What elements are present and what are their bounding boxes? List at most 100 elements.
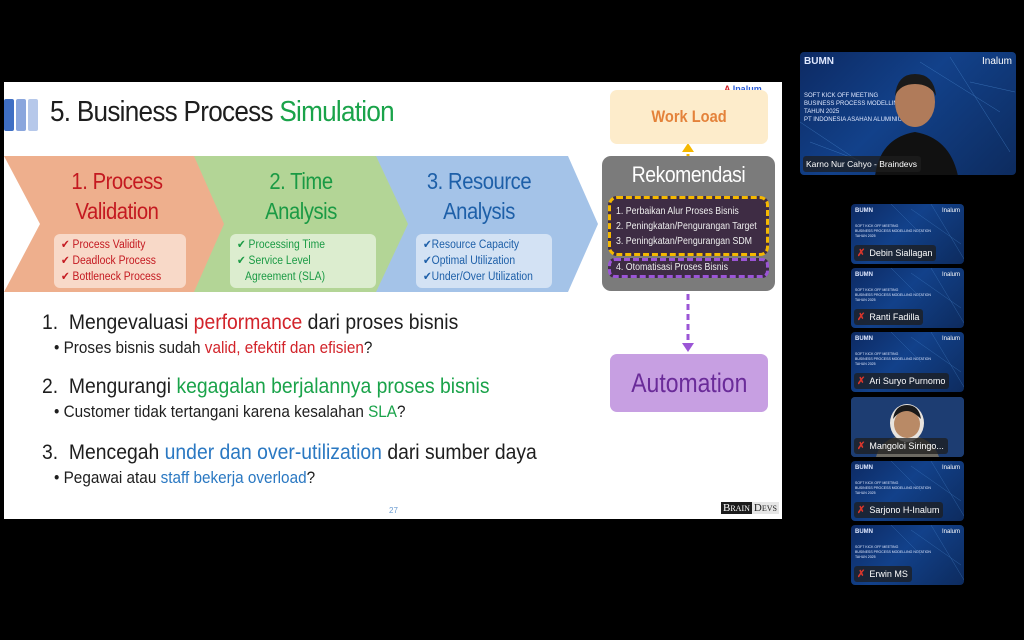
point-accent: performance: [193, 310, 303, 334]
step-title-line1: 3. Resource: [426, 168, 532, 194]
point-number: 2.: [42, 374, 69, 398]
bg-text-line: SOFT KICK OFF MEETING: [855, 352, 899, 356]
sub-accent: valid, efektif dan efisien: [204, 338, 364, 357]
mic-off-icon: ✗: [857, 440, 866, 452]
rekomendasi-list: 1. Perbaikan Alur Proses Bisnis 2. Penin…: [608, 196, 769, 256]
sub-text: • Proses bisnis sudah: [54, 338, 205, 357]
inalum-logo: A Inalum: [724, 84, 762, 94]
participant-name: Debin Siallagan: [869, 248, 933, 258]
sub-text: ?: [397, 402, 406, 421]
rekomendasi-item: 4. Otomatisasi Proses Bisnis: [616, 262, 728, 273]
bumn-logo: BUMN: [855, 208, 873, 214]
point-1: 1. Mengevaluasi performance dari proses …: [42, 310, 458, 335]
slide-title-text: 5. Business Process: [50, 96, 280, 128]
bg-text-line: SOFT KICK OFF MEETING: [855, 481, 899, 485]
participant-name-tag: ✗Mangoloi Siringo...: [854, 438, 948, 454]
bg-text-line: SOFT KICK OFF MEETING: [855, 545, 899, 549]
automation-label: Automation: [630, 368, 748, 398]
sub-text: • Pegawai atau: [54, 468, 161, 487]
rekomendasi-automation-item: 4. Otomatisasi Proses Bisnis: [608, 258, 769, 278]
participant-name-tag: ✗Ari Suryo Purnomo: [854, 373, 950, 389]
bumn-logo: BUMN: [855, 465, 873, 471]
network-background: [890, 461, 964, 517]
brand-part2: Devs: [751, 502, 779, 514]
step-checklist: ✔ Process Validity ✔ Deadlock Process ✔ …: [54, 234, 186, 288]
participant-name-tag: ✗Debin Siallagan: [854, 245, 937, 261]
bg-text-line: BUSINESS PROCESS MODELLING NOTATION: [855, 486, 931, 490]
inalum-logo: Inalum: [981, 56, 1012, 67]
bg-text-line: TAHUN 2025: [855, 298, 876, 302]
inalum-mark-icon: A: [724, 84, 731, 94]
participant-tile[interactable]: ✗Mangoloi Siringo...: [851, 397, 964, 457]
bumn-logo: BUMN: [855, 272, 873, 278]
checklist-item: ✔ Bottleneck Process: [61, 271, 162, 283]
rekomendasi-item: 3. Peningkatan/Pengurangan SDM: [616, 236, 753, 247]
checklist-item: ✔Under/Over Utilization: [423, 271, 533, 283]
mic-off-icon: ✗: [857, 375, 866, 387]
participant-name-tag: ✗Ranti Fadilla: [854, 309, 924, 325]
participant-name: Ari Suryo Purnomo: [869, 376, 946, 386]
participant-name-tag: Karno Nur Cahyo - Braindevs: [803, 156, 922, 172]
checklist-item: ✔Resource Capacity: [423, 239, 520, 251]
bg-text-line: SOFT KICK OFF MEETING: [855, 288, 899, 292]
point-accent: under dan over-utilization: [164, 440, 382, 464]
mic-off-icon: ✗: [857, 504, 866, 516]
rekomendasi-item: 1. Perbaikan Alur Proses Bisnis: [616, 206, 739, 217]
point-text: Mengurangi: [68, 374, 177, 398]
bg-text-line: BUSINESS PROCESS MODELLING NOTATION: [855, 357, 931, 361]
network-background: [890, 204, 964, 260]
participant-name: Ranti Fadilla: [869, 312, 920, 322]
sub-text: ?: [363, 338, 373, 357]
participant-name-tag: ✗Sarjono H-Inalum: [854, 502, 944, 518]
participant-name-tag: ✗Erwin MS: [854, 566, 912, 582]
bg-text-line: TAHUN 2025: [804, 109, 840, 115]
bg-text-line: BUSINESS PROCESS MODELLING NOTATION: [804, 101, 935, 107]
shared-slide: 5. Business Process Simulation A Inalum …: [4, 82, 782, 519]
bg-text-line: SOFT KICK OFF MEETING: [855, 224, 899, 228]
point-number: 3.: [42, 440, 69, 464]
point-text: dari proses bisnis: [302, 310, 459, 334]
workload-analysis-box: Work Load Analysis: [610, 90, 768, 180]
mic-off-icon: ✗: [857, 247, 866, 259]
inalum-logo: Inalum: [941, 529, 960, 535]
participant-name: Sarjono H-Inalum: [869, 505, 940, 515]
bg-text-line: TAHUN 2025: [855, 555, 876, 559]
network-background: [890, 525, 964, 581]
sub-text: • Customer tidak tertangani karena kesal…: [54, 402, 369, 421]
title-bar: [4, 99, 14, 131]
point-text: dari sumber daya: [381, 440, 537, 464]
bumn-logo: BUMN: [855, 336, 873, 342]
inalum-logo-text: Inalum: [732, 84, 762, 94]
title-bar: [16, 99, 26, 131]
automation-box: Automation: [610, 354, 768, 412]
rekomendasi-title: Rekomendasi: [631, 162, 746, 187]
participant-name: Karno Nur Cahyo - Braindevs: [806, 159, 918, 169]
point-accent: kegagalan berjalannya proses bisnis: [176, 374, 490, 398]
bg-text-line: TAHUN 2025: [855, 234, 876, 238]
sub-accent: SLA: [368, 402, 398, 421]
rekomendasi-item: 2. Peningkatan/Pengurangan Target: [616, 221, 757, 232]
point-2-sub: • Customer tidak tertangani karena kesal…: [54, 402, 406, 422]
brand-part1: Brain: [721, 502, 752, 514]
title-bars-decoration: [4, 99, 38, 131]
slide-title-accent: Simulation: [279, 96, 394, 128]
point-2: 2. Mengurangi kegagalan berjalannya pros…: [42, 374, 490, 399]
network-background: [890, 268, 964, 324]
step-title-line1: 2. Time: [269, 168, 333, 194]
main-speaker-video[interactable]: BUMN Inalum SOFT KICK OFF MEETING BUSINE…: [800, 52, 1016, 175]
point-3: 3. Mencegah under dan over-utilization d…: [42, 440, 537, 465]
bg-text-line: BUSINESS PROCESS MODELLING NOTATION: [855, 550, 931, 554]
bg-text-line: TAHUN 2025: [855, 362, 876, 366]
